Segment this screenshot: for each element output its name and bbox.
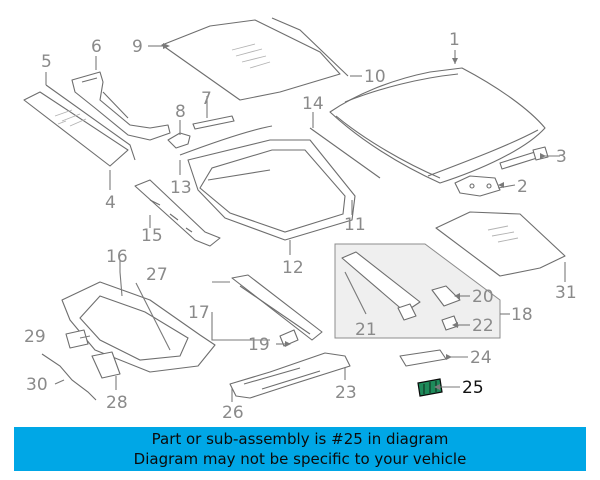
callout-20: 20: [472, 287, 494, 307]
part-14-strip: [309, 127, 381, 179]
part-24-trim-strip: [399, 349, 447, 367]
part-15-side-rail: [134, 179, 221, 247]
parts-diagram: 1 2 3 4 5 6 7 8 9 10 11 12 13 14 15 16 1…: [23, 17, 577, 423]
part-7-trim: [192, 115, 235, 130]
callout-12: 12: [282, 258, 304, 278]
callout-28: 28: [106, 393, 128, 413]
callout-29: 29: [24, 327, 46, 347]
callout-1: 1: [449, 30, 460, 50]
callout-19: 19: [248, 335, 270, 355]
callout-27: 27: [146, 265, 168, 285]
part-28-module: [91, 351, 121, 379]
callout-25: 25: [462, 378, 484, 398]
callout-21: 21: [355, 320, 377, 340]
part-5-strip: [45, 84, 136, 161]
part-19-clip: [279, 329, 299, 347]
part-6-front-frame: [71, 71, 171, 141]
part-10-rail-strip: [271, 17, 349, 77]
part-9-glass-panel: [161, 19, 341, 101]
callout-7: 7: [201, 89, 212, 109]
part-23-lower-rail: [229, 352, 351, 399]
callout-3: 3: [556, 147, 567, 167]
part-4-front-glass: [23, 91, 129, 167]
part-30-cable: [41, 353, 97, 401]
part-8-clip: [167, 132, 191, 149]
callout-23: 23: [335, 383, 357, 403]
banner-line-1: Part or sub-assembly is #25 in diagram: [151, 430, 449, 448]
callout-31: 31: [555, 283, 577, 303]
part-11-12-glass-frame: [187, 139, 356, 241]
callout-30: 30: [26, 375, 48, 395]
part-25-highlighted: [417, 378, 443, 397]
part-29-motor: [65, 329, 89, 349]
callout-5: 5: [41, 52, 52, 72]
banner-line-2: Diagram may not be specific to your vehi…: [133, 450, 467, 468]
part-31-glass-panel: [435, 211, 566, 277]
callout-26: 26: [222, 403, 244, 423]
part-1-roof-panel: [329, 67, 546, 184]
callout-14: 14: [302, 94, 324, 114]
callout-6: 6: [91, 37, 102, 57]
callout-24: 24: [470, 348, 492, 368]
part-2-bracket: [454, 175, 501, 197]
callout-8: 8: [175, 102, 186, 122]
part-16-frame-assembly: [61, 281, 216, 373]
callout-4: 4: [105, 193, 116, 213]
callout-15: 15: [141, 226, 163, 246]
part-17-side-frame: [231, 274, 323, 341]
callout-10: 10: [364, 67, 386, 87]
info-banner: Part or sub-assembly is #25 in diagram D…: [14, 427, 586, 471]
callout-9: 9: [132, 37, 143, 57]
callout-17: 17: [188, 303, 210, 323]
leader-lines: [45, 43, 566, 402]
callout-2: 2: [517, 177, 528, 197]
callout-16: 16: [106, 247, 128, 267]
callout-18: 18: [511, 305, 533, 325]
callout-22: 22: [472, 316, 494, 336]
callout-11: 11: [344, 215, 366, 235]
callout-13: 13: [170, 178, 192, 198]
part-18-subassembly-box: [334, 243, 501, 339]
part-13-seal: [179, 125, 273, 156]
